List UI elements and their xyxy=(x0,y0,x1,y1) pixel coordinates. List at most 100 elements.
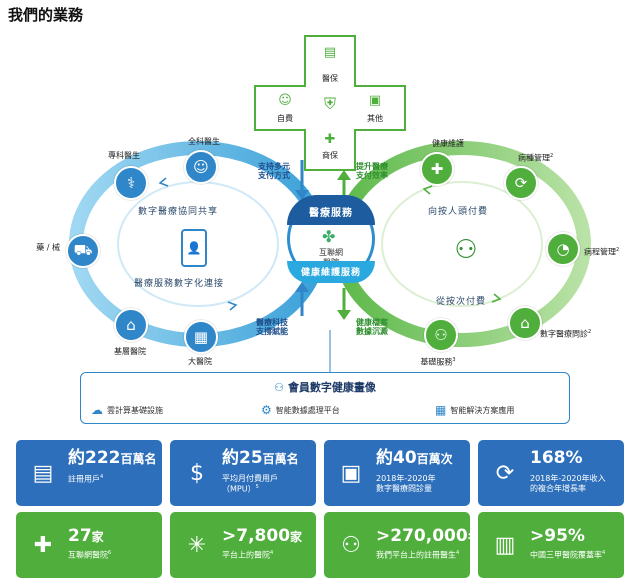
hospital-icon: ▥ xyxy=(494,532,516,558)
cloud-icon: ☁ xyxy=(91,403,103,417)
pharmacy-label: 藥 / 械 xyxy=(36,243,60,252)
payment-cross xyxy=(254,35,406,171)
flow-right-up: 提升醫療 支付效率 xyxy=(356,162,388,181)
gp-icon: ☺ xyxy=(193,158,209,176)
video-consult-icon: ▣ xyxy=(340,460,362,486)
cross-bottom-label: 商保 xyxy=(322,151,338,160)
stat-value: 約25百萬名 xyxy=(222,448,299,468)
digital-note: 2 xyxy=(588,329,592,335)
basic-services-label: 基礎服務3 xyxy=(420,357,456,367)
insurance-card-icon: ▤ xyxy=(323,45,337,60)
disease-icon: ⟳ xyxy=(514,174,528,192)
disease-management-label: 病種管理2 xyxy=(518,153,554,163)
specialist-icon: ⚕ xyxy=(126,174,136,192)
primary-hospital-icon: ⌂ xyxy=(126,316,136,334)
cross-right-label: 其他 xyxy=(367,114,383,123)
course-note: 2 xyxy=(616,247,620,253)
member-item-data: ⚙智能數據處理平台 xyxy=(261,403,340,417)
business-diagram: ▤ 醫保 ☺ 自費 ⛨ ▣ 其他 ✚ 商保 支持多元 支付方式 提升醫療 支付效… xyxy=(36,35,620,372)
primary-hospital-node: ⌂ xyxy=(114,308,148,342)
doctors-icon: ⚇ xyxy=(341,532,361,558)
basic-note: 3 xyxy=(452,357,456,363)
medical-kit-icon: ✚ xyxy=(33,532,53,558)
arrow-up-blue xyxy=(295,282,309,292)
members-icon: ⚇ xyxy=(274,381,284,394)
member-title: ⚇會員數字健康畫像 xyxy=(274,381,376,394)
stat-card-platform-hospitals: ✳ >7,800家 平台上的醫院4 xyxy=(170,512,316,578)
stat-value: 168% xyxy=(530,448,583,468)
primary-hospital-label: 基層醫院 xyxy=(114,347,146,356)
digital-consult-label: 數字醫療問診2 xyxy=(540,329,592,339)
stat-card-internet-hospitals: ✚ 27家 互聯網醫院6 xyxy=(16,512,162,578)
specialist-label: 專科醫生 xyxy=(108,151,140,160)
medical-box-icon: ✚ xyxy=(430,160,444,178)
basic-services-icon: ⚇ xyxy=(434,326,448,344)
stat-label: 我們平台上的註冊醫生4 xyxy=(376,550,460,560)
page-title: 我們的業務 xyxy=(8,6,84,24)
digital-consult-node: ⌂ xyxy=(508,306,542,340)
arrow-down-green xyxy=(337,310,351,320)
pharmacy-icon: ⛟ xyxy=(73,241,93,259)
member-item-cloud: ☁雲計算基礎設施 xyxy=(91,403,163,417)
stat-card-revenue-cagr: ⟳ 168% 2018年-2020年收入 的複合年增長率 xyxy=(478,440,624,506)
mobile-app-icon: 👤 xyxy=(181,229,207,267)
course-management-label: 病程管理2 xyxy=(584,247,620,257)
arrow-up-green xyxy=(337,170,351,180)
stat-label: 中國三甲醫院覆蓋率4 xyxy=(530,550,606,560)
cross-left-label: 自費 xyxy=(277,114,293,123)
health-maintenance-node: ✚ xyxy=(420,152,454,186)
stat-card-registered-doctors: ⚇ >270,000名 我們平台上的註冊醫生4 xyxy=(324,512,470,578)
stat-value: 27家 xyxy=(68,526,104,546)
stat-label: 互聯網醫院6 xyxy=(68,550,112,560)
large-hospital-node: ▦ xyxy=(184,320,218,354)
left-ring-upper-text: 數字醫療協同共享 xyxy=(138,207,219,217)
hub-medical-services: 醫療服務 xyxy=(287,195,375,225)
disease-management-node: ⟳ xyxy=(504,166,538,200)
stat-label: 平台上的醫院4 xyxy=(222,550,274,560)
stat-label: 2018年-2020年收入 的複合年增長率 xyxy=(530,474,606,494)
stat-value: >270,000名 xyxy=(376,526,470,546)
stat-label: 平均月付費用戶 （MPU）5 xyxy=(222,474,278,495)
stat-label: 2018年-2020年 數字醫療問診量 xyxy=(376,474,436,494)
growth-icon: ⟳ xyxy=(495,460,515,486)
other-card-icon: ▣ xyxy=(368,93,382,108)
specialist-node: ⚕ xyxy=(114,166,148,200)
stat-value: >95% xyxy=(530,526,585,546)
flow-right-down: 健康檔案 數據沉澱 xyxy=(356,318,388,337)
shield-icon: ⛨ xyxy=(323,94,337,113)
stat-value: >7,800家 xyxy=(222,526,303,546)
stat-label: 註冊用戶4 xyxy=(68,474,104,484)
self-pay-icon: ☺ xyxy=(278,93,292,108)
digital-consult-icon: ⌂ xyxy=(520,314,530,332)
diagram-graphics xyxy=(69,35,591,372)
hospital-logo-icon: ✤ xyxy=(322,227,336,246)
basic-services-node: ⚇ xyxy=(424,318,458,352)
internet-hospital-hub: 醫療服務 ✤ 互聯網 醫院 健康維護服務 xyxy=(287,195,375,283)
gp-node: ☺ xyxy=(184,150,218,184)
stat-card-registered-users: ▤ 約222百萬名 註冊用戶4 xyxy=(16,440,162,506)
cross-top-label: 醫保 xyxy=(322,74,338,83)
stat-card-mpu: $ 約25百萬名 平均月付費用戶 （MPU）5 xyxy=(170,440,316,506)
course-management-node: ◔ xyxy=(546,232,580,266)
right-ring-inner xyxy=(381,181,543,307)
arrow-down-blue xyxy=(295,190,309,200)
health-maintenance-label: 健康維護 xyxy=(432,139,464,148)
stat-card-tertiary-coverage: ▥ >95% 中國三甲醫院覆蓋率4 xyxy=(478,512,624,578)
user-dollar-icon: $ xyxy=(190,460,204,486)
flow-left-down: 支持多元 支付方式 xyxy=(258,162,290,181)
right-ring-upper-text: 向按人頭付費 xyxy=(428,207,489,217)
network-icon: ✳ xyxy=(187,532,207,558)
disease-note: 2 xyxy=(550,153,554,159)
data-platform-icon: ⚙ xyxy=(261,403,272,417)
pharmacy-node: ⛟ xyxy=(66,234,100,268)
id-card-icon: ▤ xyxy=(32,460,54,486)
commercial-insurance-icon: ✚ xyxy=(324,132,336,147)
course-icon: ◔ xyxy=(556,240,570,258)
member-profile-banner: ⚇會員數字健康畫像 ☁雲計算基礎設施 ⚙智能數據處理平台 ▦智能解決方案應用 xyxy=(80,372,570,424)
large-hospital-icon: ▦ xyxy=(193,328,209,346)
left-ring-lower-text: 醫療服務數字化連接 xyxy=(134,279,225,289)
large-hospital-label: 大醫院 xyxy=(188,357,212,366)
hub-health-services: 健康維護服務 xyxy=(287,261,375,283)
solutions-grid-icon: ▦ xyxy=(435,403,447,417)
stat-card-consultations: ▣ 約40百萬次 2018年-2020年 數字醫療問診量 xyxy=(324,440,470,506)
